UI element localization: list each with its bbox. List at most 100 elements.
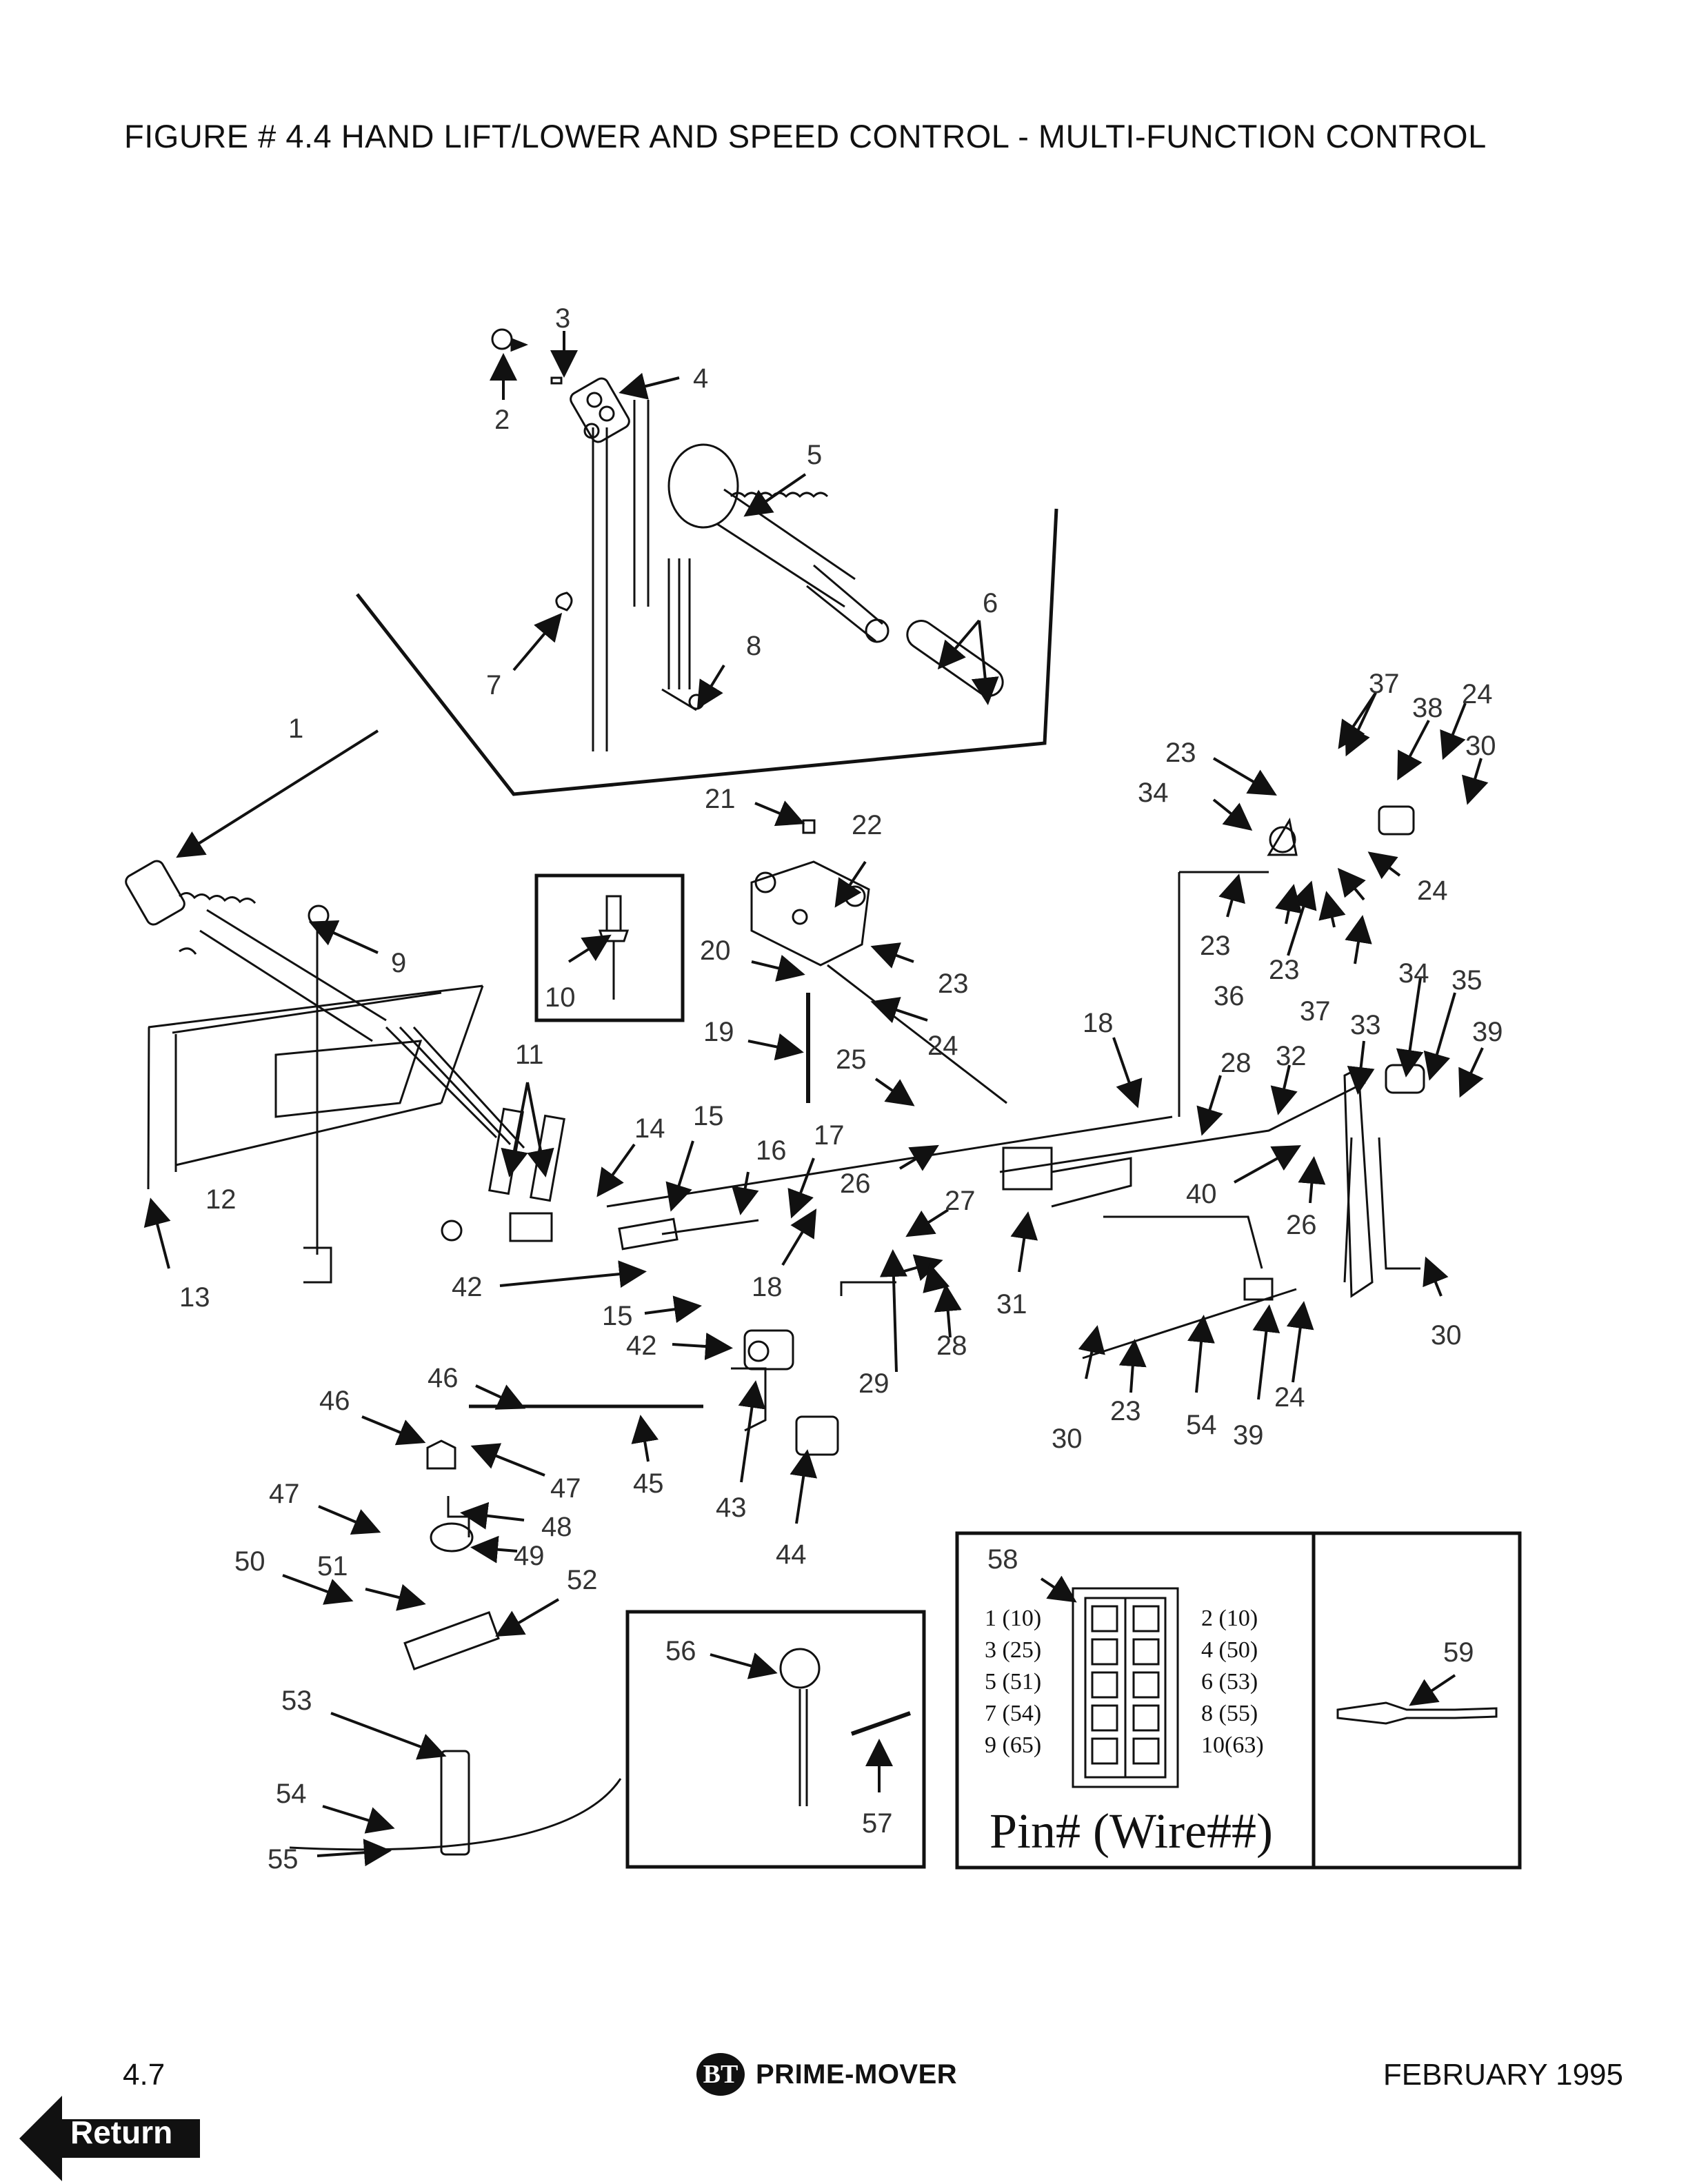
pin-row-3-right: 6 (53) <box>1201 1669 1258 1695</box>
callout-45: 45 <box>633 1468 664 1499</box>
callout-13: 13 <box>179 1282 210 1313</box>
callout-52: 52 <box>567 1565 598 1595</box>
callout-44: 44 <box>776 1539 807 1570</box>
callout-15b: 15 <box>602 1301 633 1331</box>
callout-55: 55 <box>268 1844 299 1874</box>
callout-42a: 42 <box>452 1272 483 1302</box>
callout-9: 9 <box>391 948 406 978</box>
callout-35: 35 <box>1451 965 1483 995</box>
lower-handle-and-mount <box>125 860 565 1284</box>
callout-50: 50 <box>234 1546 265 1577</box>
callout-59: 59 <box>1443 1637 1474 1668</box>
callout-26b: 26 <box>1286 1210 1317 1240</box>
callout-22: 22 <box>852 810 883 840</box>
callout-1: 1 <box>288 714 303 744</box>
callout-4: 4 <box>693 363 708 394</box>
control-linkage <box>426 805 1425 1470</box>
callout-18a: 18 <box>1083 1008 1114 1038</box>
callout-56: 56 <box>665 1636 696 1666</box>
callout-17: 17 <box>814 1120 845 1151</box>
callout-6: 6 <box>983 588 998 618</box>
callout-25: 25 <box>836 1044 867 1075</box>
multi-function-handle-detail <box>491 328 1004 751</box>
callout-57: 57 <box>862 1808 893 1839</box>
pin-assignments: 1 (10) 2 (10) 3 (25) 4 (50) 5 (51) 6 (53… <box>985 1606 1273 1859</box>
callout-32: 32 <box>1276 1041 1307 1071</box>
callout-28a: 28 <box>1220 1048 1252 1078</box>
pot-inset-box <box>625 1610 926 1869</box>
callout-51: 51 <box>317 1551 348 1581</box>
callout-29: 29 <box>858 1368 890 1399</box>
callout-20: 20 <box>700 936 731 966</box>
pin-row-1-right: 2 (10) <box>1201 1606 1258 1631</box>
left-arrow-icon <box>19 2096 200 2181</box>
callout-54b: 54 <box>276 1779 307 1809</box>
pin-row-2-left: 3 (25) <box>985 1637 1041 1663</box>
pin-row-5-left: 9 (65) <box>985 1732 1041 1758</box>
callout-24d: 24 <box>1274 1382 1305 1413</box>
pin-row-5-right: 10(63) <box>1201 1732 1264 1758</box>
callout-15a: 15 <box>693 1101 724 1131</box>
callout-46a: 46 <box>428 1363 459 1393</box>
rivet-inset-box <box>534 873 685 1022</box>
callout-46b: 46 <box>319 1386 350 1416</box>
callout-43: 43 <box>716 1493 747 1523</box>
callout-53: 53 <box>281 1686 312 1716</box>
callout-30c: 30 <box>1052 1424 1083 1454</box>
return-button[interactable]: Return <box>19 2096 204 2181</box>
pin-row-4-right: 8 (55) <box>1201 1701 1258 1726</box>
callout-labels: 1 2 3 4 5 6 7 8 9 10 11 12 13 14 15 15 1… <box>179 303 1503 1874</box>
callout-10: 10 <box>545 982 576 1013</box>
pin-row-3-left: 5 (51) <box>985 1669 1041 1695</box>
callout-24b: 24 <box>1417 876 1448 906</box>
callout-12: 12 <box>205 1184 237 1215</box>
callout-37b: 37 <box>1300 996 1331 1027</box>
callout-28b: 28 <box>936 1331 967 1361</box>
publication-date: FEBRUARY 1995 <box>1383 2058 1623 2092</box>
callout-14: 14 <box>634 1113 665 1144</box>
callout-37a: 37 <box>1369 669 1400 699</box>
callout-24a: 24 <box>1462 679 1493 709</box>
callout-16: 16 <box>756 1135 787 1166</box>
callout-2: 2 <box>494 405 510 435</box>
bt-logo-icon: BT <box>696 2053 745 2096</box>
callout-30a: 30 <box>1465 731 1496 761</box>
figure-title: FIGURE # 4.4 HAND LIFT/LOWER AND SPEED C… <box>124 118 1487 154</box>
callout-26a: 26 <box>840 1169 871 1199</box>
callout-31: 31 <box>996 1289 1027 1320</box>
rivet-drawing <box>598 895 630 1000</box>
callout-23e: 23 <box>1110 1396 1141 1426</box>
pin-row-4-left: 7 (54) <box>985 1701 1041 1726</box>
callout-39a: 39 <box>1472 1017 1503 1047</box>
callout-21: 21 <box>705 784 736 814</box>
callout-arrows <box>143 331 1489 1867</box>
callout-48: 48 <box>541 1512 572 1542</box>
pin-row-2-right: 4 (50) <box>1201 1637 1258 1663</box>
potentiometer-drawing <box>779 1648 911 1806</box>
page-number: 4.7 <box>123 2058 165 2092</box>
pin-row-1-left: 1 (10) <box>985 1606 1041 1631</box>
callout-11: 11 <box>515 1040 544 1070</box>
callout-23d: 23 <box>1269 955 1300 985</box>
callout-38: 38 <box>1412 693 1443 723</box>
callout-36: 36 <box>1214 981 1245 1011</box>
callout-5: 5 <box>807 440 822 470</box>
connector-assembly <box>289 1496 622 1856</box>
callout-34b: 34 <box>1398 958 1429 989</box>
callout-39b: 39 <box>1233 1420 1264 1450</box>
callout-23a: 23 <box>1165 738 1196 768</box>
brand-name: PRIME-MOVER <box>756 2059 958 2090</box>
callout-34a: 34 <box>1138 778 1169 808</box>
callout-18b: 18 <box>752 1272 783 1302</box>
callout-27: 27 <box>945 1186 976 1216</box>
callout-23c: 23 <box>1200 931 1231 961</box>
callout-42b: 42 <box>626 1331 657 1361</box>
callout-40: 40 <box>1186 1179 1217 1209</box>
terminal-pin-drawing <box>1336 1701 1498 1725</box>
callout-3: 3 <box>555 303 570 334</box>
callout-54a: 54 <box>1186 1410 1217 1440</box>
connector-housing <box>1072 1587 1179 1788</box>
callout-47b: 47 <box>269 1479 300 1509</box>
callout-58: 58 <box>987 1544 1018 1575</box>
